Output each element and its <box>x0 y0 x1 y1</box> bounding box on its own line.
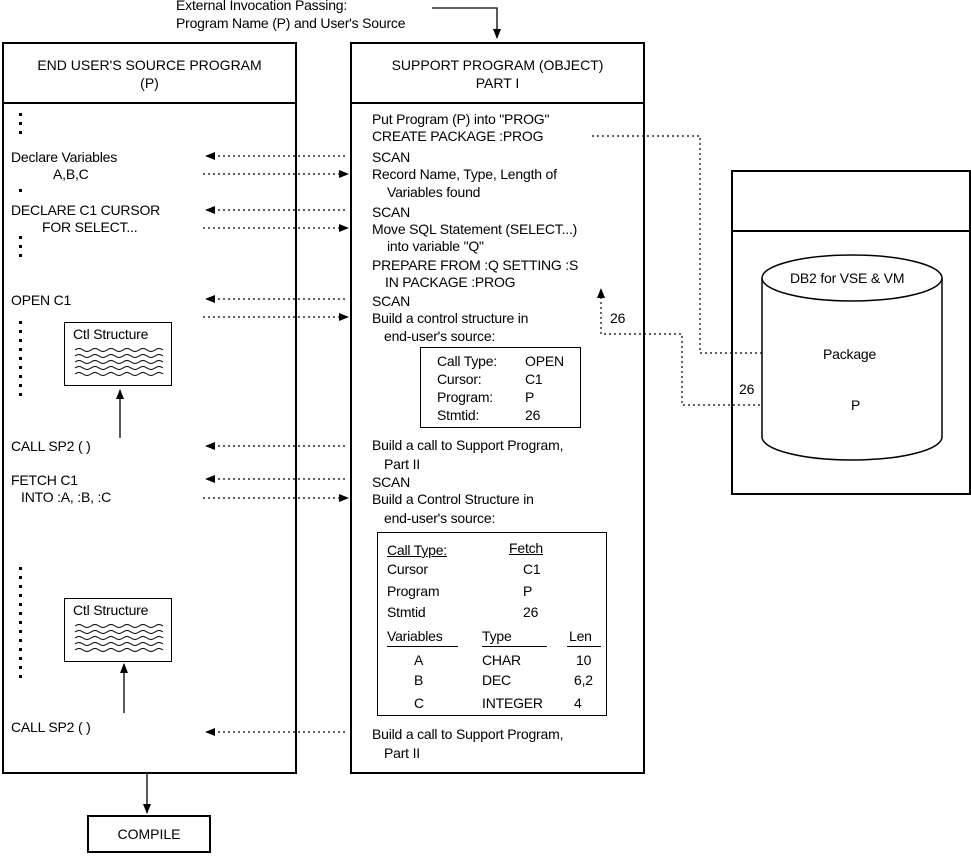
compile-label: COMPILE <box>117 826 181 842</box>
support-program-header: SUPPORT PROGRAM (OBJECT) PART I <box>352 44 643 104</box>
top-note-line1: External Invocation Passing: <box>176 0 348 13</box>
support-line-15: Part II <box>384 456 420 472</box>
support-line-12: Build a control structure in <box>372 310 529 326</box>
open-calltype-value: OPEN <box>525 353 564 369</box>
stmtid-arrow <box>597 288 835 406</box>
support-line-17: Build a Control Structure in <box>372 491 534 507</box>
top-note-line2: Program Name (P) and User's Source <box>176 15 406 31</box>
support-line-1: Put Program (P) into "PROG" <box>372 111 550 127</box>
support-line-2: CREATE PACKAGE :PROG <box>372 128 544 144</box>
support-line-3: SCAN <box>372 149 411 165</box>
database-program-p: P <box>851 397 861 413</box>
support-line-16: SCAN <box>372 474 411 490</box>
support-line-9: PREPARE FROM :Q SETTING :S <box>372 257 579 273</box>
fetch-var-a-type: CHAR <box>482 652 521 668</box>
support-line-6: SCAN <box>372 204 411 220</box>
ctl-structure-box-1: Ctl Structure <box>64 322 172 386</box>
database-package: Package <box>823 346 877 362</box>
support-line-13: end-user's source: <box>384 328 496 344</box>
fetch-variables-header: Variables <box>387 628 443 644</box>
declare-cursor: DECLARE C1 CURSOR <box>11 202 161 218</box>
support-line-18: end-user's source: <box>384 510 496 526</box>
fetch-var-c: C <box>414 695 424 711</box>
fetch-stmtid-label: Stmtid <box>387 604 426 620</box>
support-program-subtitle: PART I <box>475 75 520 91</box>
fetch-cursor-label: Cursor <box>387 561 428 577</box>
support-line-10: IN PACKAGE :PROG <box>385 274 516 290</box>
database-cylinder <box>761 254 943 461</box>
fetch-program-value: P <box>523 583 533 599</box>
end-user-source-header: END USER'S SOURCE PROGRAM (P) <box>4 44 295 104</box>
fetch-len-header: Len <box>569 628 592 644</box>
fetch-type-header: Type <box>482 628 512 644</box>
fetch-var-a: A <box>414 652 424 668</box>
support-program-title: SUPPORT PROGRAM (OBJECT) <box>391 57 604 73</box>
fetch-into: INTO :A, :B, :C <box>21 489 112 505</box>
compile-box: COMPILE <box>87 815 211 853</box>
support-line-19: Build a call to Support Program, <box>372 726 564 742</box>
ctl-structure-box-2: Ctl Structure <box>64 598 172 662</box>
ctl-structure-1-waves <box>74 348 164 376</box>
support-program-box: SUPPORT PROGRAM (OBJECT) PART I <box>350 42 645 774</box>
fetch-var-a-len: 10 <box>576 652 592 668</box>
open-control-structure: Call Type: OPEN Cursor: C1 Program: P St… <box>420 347 581 428</box>
open-stmtid-value: 26 <box>525 407 541 423</box>
database-box-header <box>733 172 969 232</box>
end-user-source-subtitle: (P) <box>140 75 159 91</box>
ellipsis-dots <box>19 113 22 678</box>
fetch-len-underline <box>567 646 601 647</box>
fetch-calltype-label: Call Type: <box>387 542 447 558</box>
open-cursor-label: Cursor: <box>437 371 482 387</box>
open-cursor-value: C1 <box>525 371 543 387</box>
fetch-stmtid-value: 26 <box>523 604 539 620</box>
end-user-source-title: END USER'S SOURCE PROGRAM <box>37 57 262 73</box>
database-stmtid-number: 26 <box>739 381 755 397</box>
call-sp2-1: CALL SP2 ( ) <box>11 438 91 454</box>
fetch-variables-underline <box>387 646 458 647</box>
declare-cursor-select: FOR SELECT... <box>42 219 138 235</box>
end-user-source-box: END USER'S SOURCE PROGRAM (P) <box>2 42 297 774</box>
support-line-8: into variable "Q" <box>387 238 484 254</box>
declare-variables: Declare Variables <box>11 149 118 165</box>
declare-variables-list: A,B,C <box>53 166 89 182</box>
open-program-label: Program: <box>437 389 493 405</box>
fetch-program-label: Program <box>387 583 440 599</box>
support-line-4: Record Name, Type, Length of <box>372 166 557 182</box>
ctl-structure-label-2: Ctl Structure <box>73 602 149 618</box>
support-line-7: Move SQL Statement (SELECT...) <box>372 221 578 237</box>
open-program-value: P <box>525 389 535 405</box>
fetch-cursor-value: C1 <box>523 561 541 577</box>
open-statement: OPEN C1 <box>11 292 72 308</box>
fetch-var-b-len: 6,2 <box>574 672 593 688</box>
ctl-structure-label-1: Ctl Structure <box>73 326 149 342</box>
support-line-14: Build a call to Support Program, <box>372 437 564 453</box>
fetch-calltype-value: Fetch <box>509 540 544 556</box>
fetch-var-b: B <box>414 672 424 688</box>
fetch-var-c-type: INTEGER <box>482 695 543 711</box>
fetch-type-underline <box>482 646 547 647</box>
fetch-var-b-type: DEC <box>482 672 511 688</box>
fetch-var-c-len: 4 <box>574 695 582 711</box>
fetch-statement: FETCH C1 <box>11 472 78 488</box>
support-line-20: Part II <box>384 745 420 761</box>
fetch-control-structure: Call Type: Fetch Cursor C1 Program P Stm… <box>377 532 607 716</box>
open-calltype-label: Call Type: <box>437 353 497 369</box>
ctl-structure-2-waves <box>74 624 164 652</box>
invocation-arrow <box>432 7 501 39</box>
support-line-5: Variables found <box>387 184 481 200</box>
package-arrow <box>592 135 803 357</box>
database-title: DB2 for VSE & VM <box>790 270 905 286</box>
open-stmtid-label: Stmtid: <box>437 407 480 423</box>
call-sp2-2: CALL SP2 ( ) <box>11 719 91 735</box>
support-stmtid-number: 26 <box>610 310 626 326</box>
support-line-11: SCAN <box>372 293 411 309</box>
